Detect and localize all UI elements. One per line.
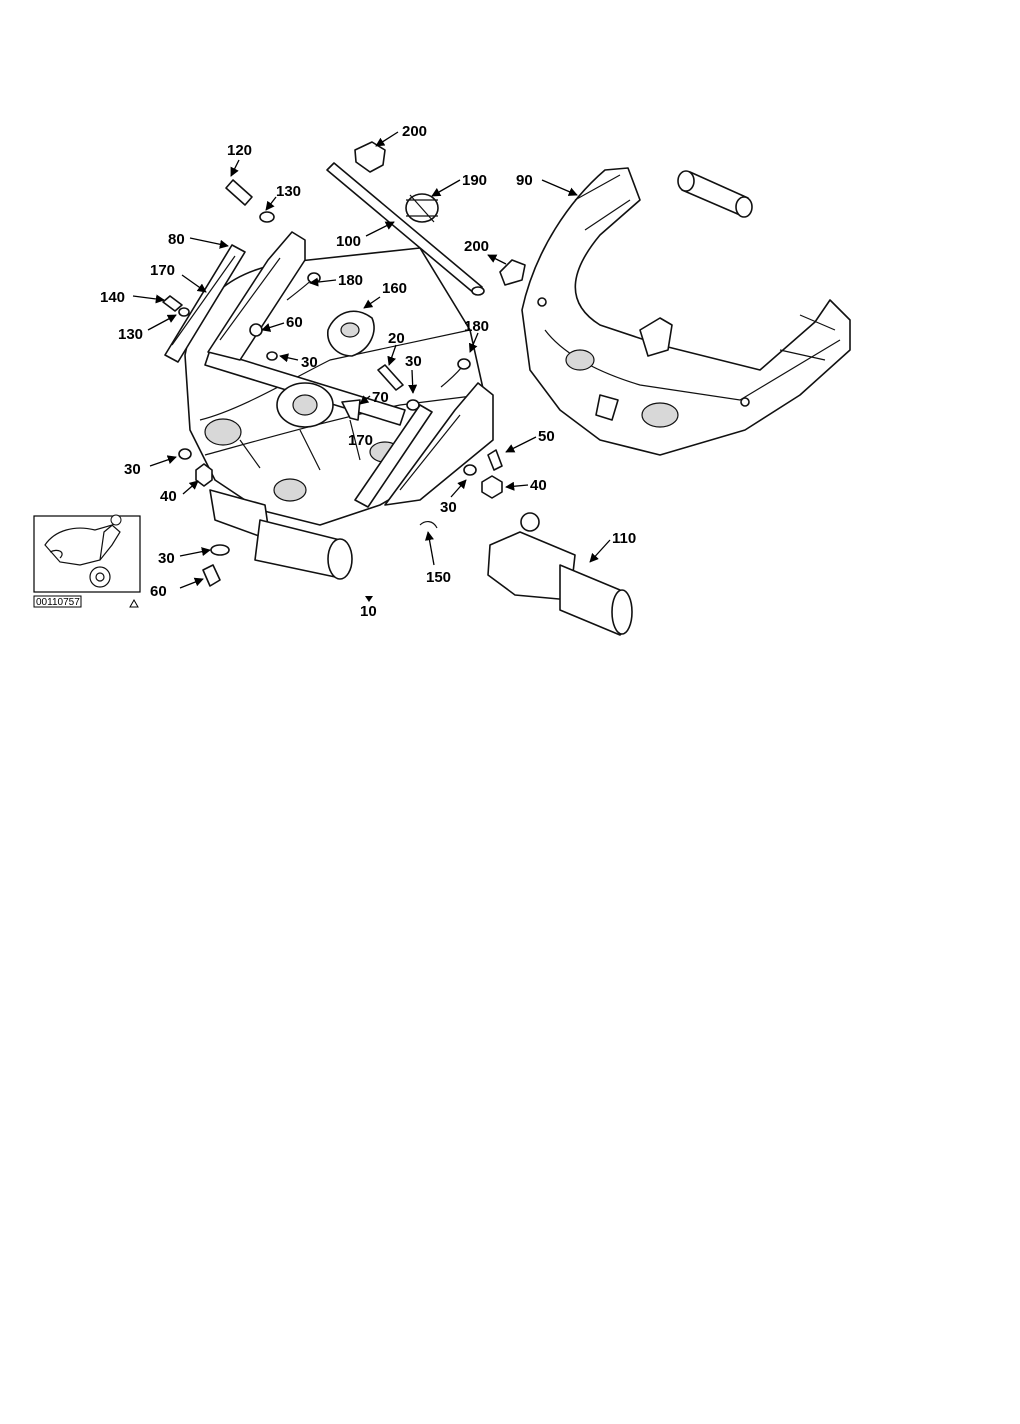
callout-30: 30	[124, 461, 141, 478]
callout-200: 200	[402, 123, 427, 140]
callout-150: 150	[426, 569, 451, 586]
callout-50: 50	[538, 428, 555, 445]
callout-30: 30	[405, 353, 422, 370]
motorcycle-thumbnail	[44, 514, 122, 588]
callout-180: 180	[338, 272, 363, 289]
callout-20: 20	[388, 330, 405, 347]
actuator-left	[209, 489, 353, 580]
callout-labels: 120 130 80 170 140 130 200 190 100 90 20…	[100, 123, 636, 620]
frame-10	[184, 247, 491, 526]
callout-60: 60	[286, 314, 303, 331]
callout-80: 80	[168, 231, 185, 248]
callout-70: 70	[372, 389, 389, 406]
callout-160: 160	[382, 280, 407, 297]
callout-30: 30	[158, 550, 175, 567]
shaft-100	[326, 141, 526, 296]
callout-90: 90	[516, 172, 533, 189]
callout-130: 130	[276, 183, 301, 200]
callout-120: 120	[227, 142, 252, 159]
callout-40: 40	[530, 477, 547, 494]
cylinder	[677, 170, 753, 218]
callout-40: 40	[160, 488, 177, 505]
callout-170: 170	[348, 432, 373, 449]
bracket-arm-170-upper	[164, 231, 306, 363]
bracket-arm-170-lower	[354, 382, 494, 508]
actuator-110	[487, 512, 633, 636]
callout-180: 180	[464, 318, 489, 335]
leader-lines	[132, 131, 611, 602]
callout-30: 30	[440, 499, 457, 516]
thumbnail-inset: 00110757	[33, 514, 141, 608]
callout-100: 100	[336, 233, 361, 250]
small-parts	[162, 179, 503, 587]
callout-140: 140	[100, 289, 125, 306]
callout-170: 170	[150, 262, 175, 279]
warning-triangle-icon	[129, 598, 139, 608]
callout-10: 10	[360, 603, 377, 620]
callout-190: 190	[462, 172, 487, 189]
callout-130: 130	[118, 326, 143, 343]
frame-90	[521, 167, 851, 456]
callout-200: 200	[464, 238, 489, 255]
reference-code: 00110757	[36, 597, 80, 608]
callout-60: 60	[150, 583, 167, 600]
callout-30: 30	[301, 354, 318, 371]
callout-110: 110	[612, 530, 636, 547]
